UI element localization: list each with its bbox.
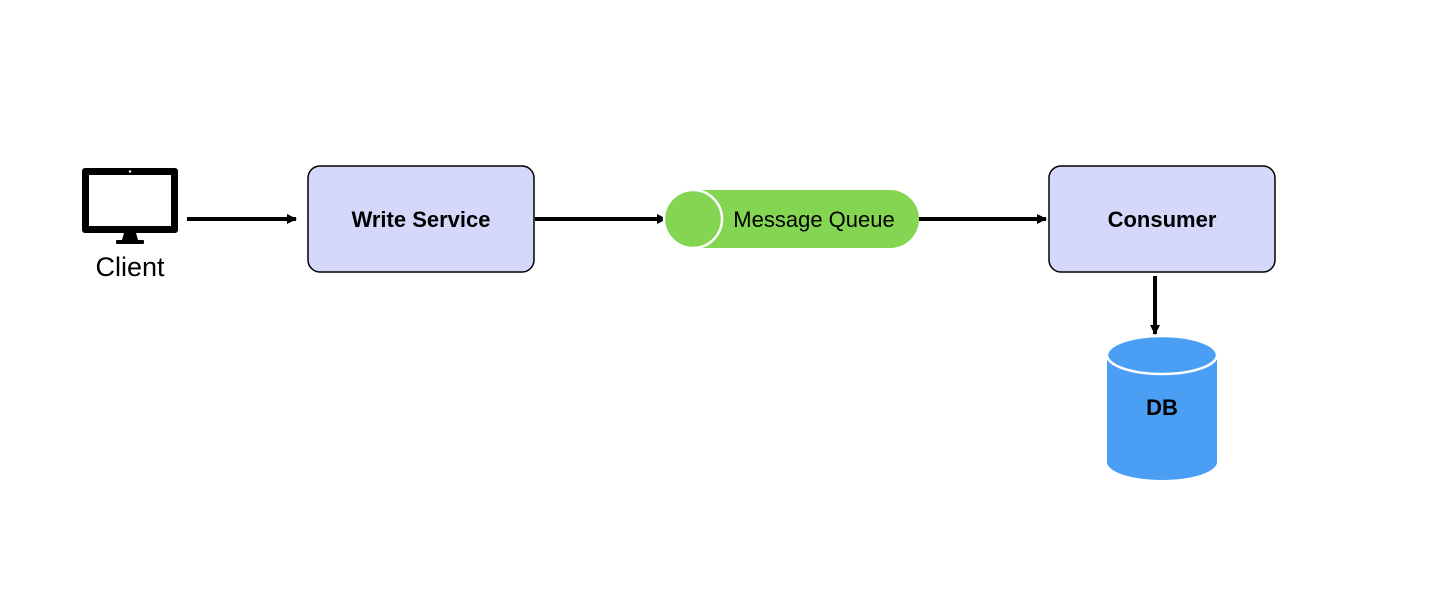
message-queue-label: Message Queue bbox=[733, 207, 894, 232]
consumer-node[interactable]: Consumer bbox=[1048, 165, 1276, 273]
database-cylinder-icon[interactable]: DB bbox=[1105, 334, 1219, 480]
consumer-label: Consumer bbox=[1108, 207, 1217, 232]
write-service-node[interactable]: Write Service bbox=[307, 165, 535, 273]
write-service-label: Write Service bbox=[351, 207, 490, 232]
client-label: Client bbox=[95, 252, 165, 282]
message-queue-node[interactable]: Message Queue bbox=[662, 188, 919, 250]
queue-end-cap bbox=[662, 188, 724, 250]
db-label: DB bbox=[1146, 395, 1178, 420]
desktop-monitor-icon bbox=[82, 168, 178, 244]
